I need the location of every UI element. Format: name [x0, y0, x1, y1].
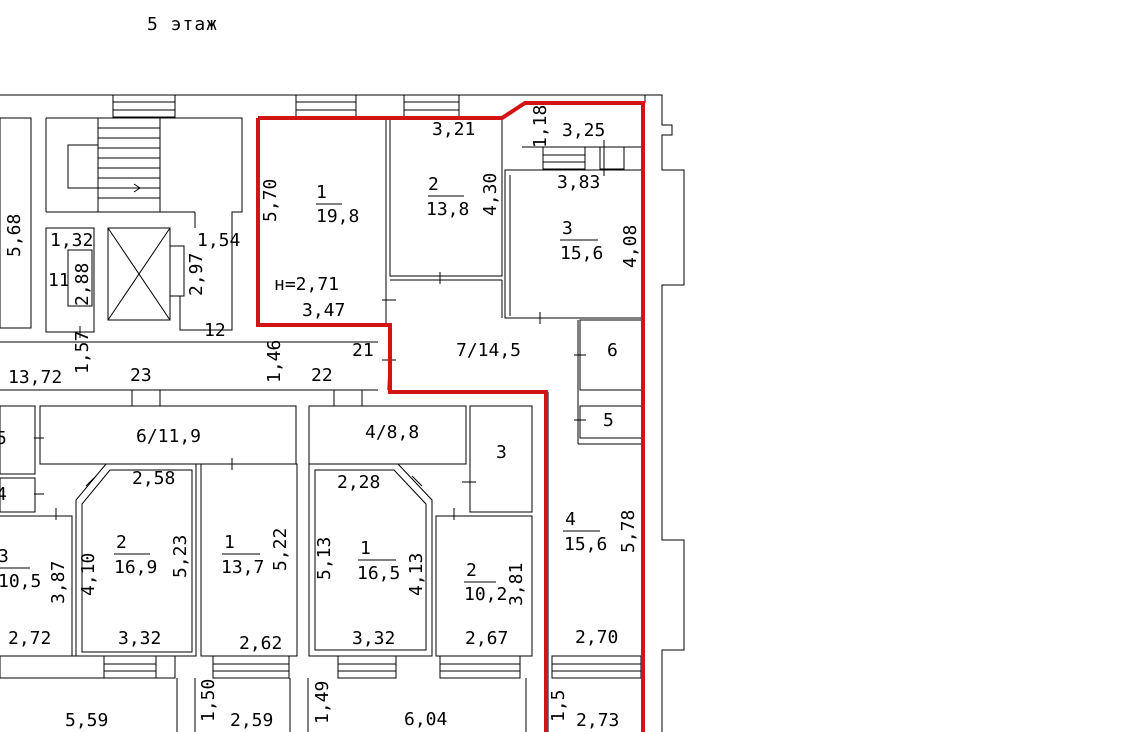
room-m1-number: 1: [360, 538, 371, 559]
dimension-label: 2,72: [8, 628, 51, 649]
room-6-number: 6: [607, 340, 618, 361]
room-m2-number: 2: [466, 560, 477, 581]
dimension-label: 5,78: [618, 510, 639, 553]
room-m1-area: 16,5: [357, 563, 400, 584]
room-23-number: 23: [130, 365, 152, 386]
dimension-label: 2,97: [186, 253, 207, 296]
walls: [0, 94, 685, 732]
room-5L-number: 5: [0, 428, 7, 449]
dimension-label: 3,21: [432, 119, 475, 140]
dimension-label: 5,22: [270, 528, 291, 571]
room-l3-area: 10,5: [0, 571, 41, 592]
room-12-number: 12: [204, 320, 226, 341]
room-6b-label: 6/11,9: [136, 426, 201, 447]
dimension-label: 5,59: [65, 710, 108, 731]
floor-title: 5 этаж: [147, 14, 218, 35]
dimension-label: 2,59: [230, 710, 273, 731]
dimension-label: 1,57: [72, 331, 93, 374]
dimension-label: 2,70: [575, 627, 618, 648]
dimension-label: 3,32: [352, 628, 395, 649]
dimension-label: 4,10: [78, 553, 99, 596]
dimension-label: 1,50: [198, 679, 219, 722]
dimension-label: 1,18: [530, 105, 551, 148]
room-2-number: 2: [428, 174, 439, 195]
room-l3-number: 3: [0, 546, 9, 567]
highlighted-area-boundary: [258, 101, 645, 732]
dimension-label: 3,81: [506, 563, 527, 606]
room-11-number: 11: [48, 270, 70, 291]
dimension-label: 4,30: [480, 173, 501, 216]
dimension-label: 3,25: [562, 120, 605, 141]
dimension-label: 5,23: [170, 535, 191, 578]
dimension-label: 2,58: [132, 468, 175, 489]
room-4b-label: 4/8,8: [365, 422, 419, 443]
dimension-label: 2,73: [576, 710, 619, 731]
dimension-label: 4,13: [406, 553, 427, 596]
dimension-label: 5,13: [314, 537, 335, 580]
dimension-label: 1,46: [264, 340, 285, 383]
dimension-label: 3,83: [557, 172, 600, 193]
room-4-number: 4: [565, 509, 576, 530]
dimension-label: 2,28: [337, 472, 380, 493]
dimension-label: 1,5: [548, 689, 569, 722]
room-l2-number: 2: [116, 532, 127, 553]
room-3-area: 15,6: [560, 243, 603, 264]
dimension-label: 3,32: [118, 628, 161, 649]
room-4-area: 15,6: [564, 534, 607, 555]
dimension-label: 3,47: [302, 300, 345, 321]
room-m2-area: 10,2: [464, 584, 507, 605]
dimension-label: 5,68: [4, 214, 25, 257]
room-1-height: н=2,71: [274, 274, 339, 295]
room-3b-number: 3: [496, 442, 507, 463]
dimension-label: 1,32: [50, 230, 93, 251]
dimension-label: 4,08: [620, 225, 641, 268]
room-22-number: 22: [311, 365, 333, 386]
dimension-label: 1,54: [197, 230, 240, 251]
highlighted-area-boundary-left: [256, 118, 548, 732]
dimension-label: 2,67: [465, 628, 508, 649]
dimension-label: 6,04: [404, 709, 447, 730]
room-5-number: 5: [603, 410, 614, 431]
dimension-label: 5,70: [260, 179, 281, 222]
room-l2-area: 16,9: [114, 557, 157, 578]
room-l1-number: 1: [224, 532, 235, 553]
room-labels: 1 19,8 н=2,71 2 13,8 3 15,6 4 15,6 5 6 7…: [0, 174, 618, 605]
room-3-number: 3: [562, 218, 573, 239]
room-l1-area: 13,7: [221, 557, 264, 578]
dimension-label: 1,49: [312, 681, 333, 724]
room-2-area: 13,8: [426, 199, 469, 220]
room-21-number: 21: [352, 340, 374, 361]
dimension-label: 13,72: [8, 367, 62, 388]
room-4L-number: 4: [0, 484, 7, 505]
dimension-label: 3,87: [48, 561, 69, 604]
room-1-area: 19,8: [316, 206, 359, 227]
dimension-label: 2,88: [72, 263, 93, 306]
room-1-number: 1: [316, 182, 327, 203]
room-7-label: 7/14,5: [456, 340, 521, 361]
dimension-label: 2,62: [239, 633, 282, 654]
dimension-labels: 5,70 3,47 3,21 4,30 1,18 3,25 3,83 4,08 …: [4, 105, 641, 731]
